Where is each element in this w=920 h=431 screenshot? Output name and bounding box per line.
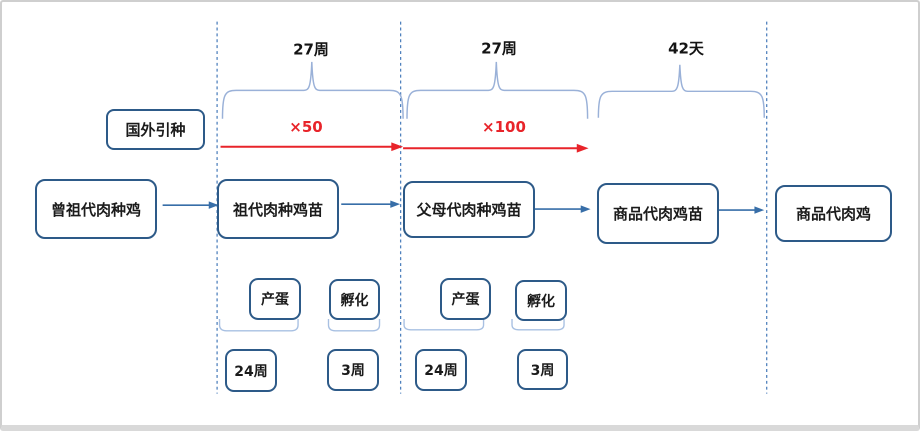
duration-box-hatching-1: 3周 [327,349,379,391]
red-arrow-x100 [403,143,589,153]
box-great-grandparent-breeder: 曾祖代肉种鸡 [35,179,157,239]
span3-duration-label: 42天 [668,39,704,58]
box-commercial-chick: 商品代肉鸡苗 [597,183,719,244]
brace-span1 [221,61,404,119]
stage-box-laying-2: 产蛋 [440,278,491,320]
under-bracket-hatching-2 [511,319,565,331]
brace-span2 [406,61,589,119]
duration-box-hatching-2: 3周 [517,349,568,390]
under-bracket-laying-2 [403,319,485,331]
duration-box-laying-2: 24周 [415,349,467,391]
connector-layer [162,21,768,394]
box-grandparent-breeder-chick: 祖代肉种鸡苗 [217,179,339,239]
stage-box-hatching-2: 孵化 [515,280,567,321]
box-foreign-introduction: 国外引种 [106,109,205,150]
stage-box-hatching-1: 孵化 [329,279,380,320]
brace-span3 [597,64,765,118]
under-bracket-hatching-1 [327,319,381,332]
multiplier-x50-label: ×50 [289,118,323,136]
duration-box-laying-1: 24周 [225,349,277,392]
under-bracket-laying-1 [218,319,299,332]
box-commercial-broiler: 商品代肉鸡 [775,185,892,242]
box-parent-breeder-chick: 父母代肉种鸡苗 [403,181,535,238]
span2-duration-label: 27周 [481,39,517,58]
stage-box-laying-1: 产蛋 [249,278,301,320]
span1-duration-label: 27周 [293,40,329,59]
multiplier-x100-label: ×100 [482,118,526,136]
flow-arrow-4 [714,206,765,214]
flow-arrow-2 [341,200,401,208]
flow-arrow-1 [162,201,219,209]
red-arrow-x50 [220,142,404,152]
flow-arrow-3 [533,205,591,213]
